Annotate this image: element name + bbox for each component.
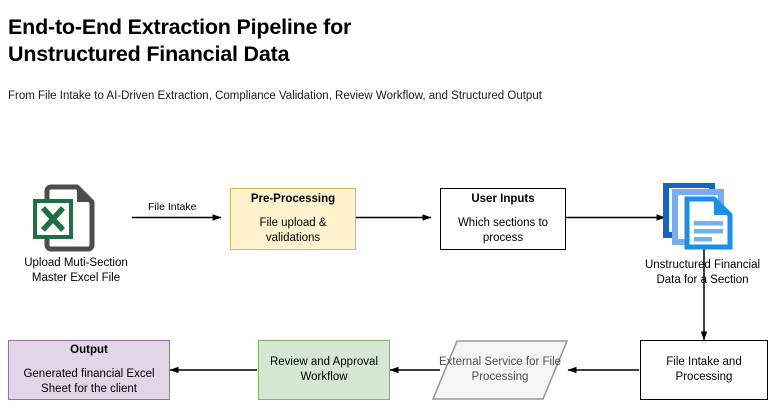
page-title: End-to-End Extraction Pipeline for Unstr… xyxy=(8,15,352,66)
page-subtitle: From File Intake to AI-Driven Extraction… xyxy=(8,90,542,102)
excel-file-caption: Upload Muti-Section Master Excel File xyxy=(24,257,128,284)
node-user-inputs-body: Which sections to process xyxy=(457,217,549,244)
node-output[interactable]: Output Generated financial Excel Sheet f… xyxy=(8,340,170,400)
node-pre-processing-body: File upload & validations xyxy=(259,217,327,244)
node-user-inputs[interactable]: User Inputs Which sections to process xyxy=(440,188,566,250)
node-output-body: Generated financial Excel Sheet for the … xyxy=(23,368,155,395)
node-pre-processing[interactable]: Pre-Processing File upload & validations xyxy=(230,188,356,250)
node-review-approval[interactable]: Review and Approval Workflow xyxy=(258,340,390,400)
node-user-inputs-title: User Inputs xyxy=(471,193,535,205)
node-review-approval-body: Review and Approval Workflow xyxy=(269,356,379,383)
document-stack-icon xyxy=(662,182,746,251)
document-stack-caption: Unstructured Financial Data for a Sectio… xyxy=(644,259,761,286)
node-file-intake-processing[interactable]: File Intake and Processing xyxy=(640,340,768,400)
edge-label-file-intake: File Intake xyxy=(148,201,197,213)
node-file-intake-processing-body: File Intake and Processing xyxy=(666,356,742,383)
node-external-service-body: External Service for File Processing xyxy=(438,356,562,383)
node-external-service[interactable]: External Service for File Processing xyxy=(432,340,568,400)
excel-file-icon xyxy=(20,182,132,254)
parallelogram-shape xyxy=(432,340,568,400)
node-pre-processing-title: Pre-Processing xyxy=(250,193,336,205)
node-output-title: Output xyxy=(70,344,108,356)
